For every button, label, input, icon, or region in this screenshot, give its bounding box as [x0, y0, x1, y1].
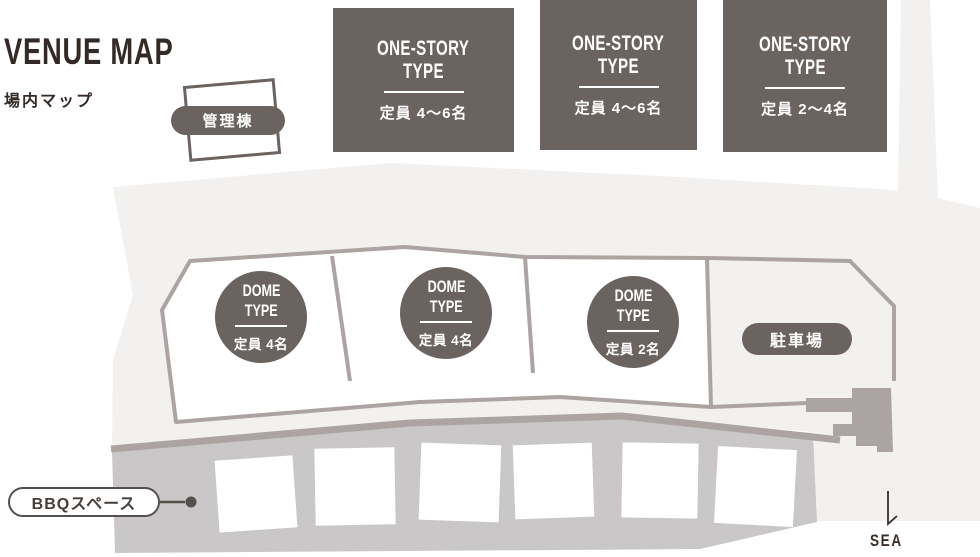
management-building-label[interactable]: 管理棟	[171, 106, 285, 135]
one-story-unit-2-capacity: 定員 4〜6名	[574, 100, 663, 118]
dome-unit-1-name-line2: TYPE	[244, 300, 278, 320]
one-story-unit-1-name-line2: TYPE	[403, 60, 444, 83]
divider-rule	[765, 87, 845, 90]
bbq-site-squares	[214, 442, 797, 533]
divider-rule	[383, 91, 464, 94]
road-line-extension	[710, 401, 809, 409]
strip-road-edge-line	[110, 412, 841, 453]
parking-label-text: 駐車場	[769, 333, 824, 350]
one-story-unit-3-name-line2: TYPE	[784, 56, 826, 79]
divider-rule	[578, 86, 659, 89]
one-story-unit-1-name-line1: ONE-STORY	[377, 36, 470, 60]
parking-label[interactable]: 駐車場	[742, 323, 852, 355]
bbq-site-square	[418, 442, 502, 523]
bbq-site-square	[714, 446, 797, 528]
bbq-site-square	[314, 447, 396, 526]
dome-unit-1-name-line1: DOME	[242, 281, 280, 301]
dome-unit-2-name-line2: TYPE	[429, 296, 463, 316]
pier-structure	[806, 388, 893, 452]
dome-unit-3-capacity: 定員 2名	[605, 341, 661, 357]
sea-label: SEA	[870, 531, 903, 550]
bbq-connector	[160, 496, 197, 508]
management-building-label-text: 管理棟	[202, 113, 254, 130]
one-story-unit-2[interactable]: ONE-STORY TYPE 定員 4〜6名	[540, 0, 697, 150]
parking-boundary-line	[706, 256, 896, 381]
dome-unit-2-capacity: 定員 4名	[418, 332, 474, 348]
divider-rule	[607, 330, 659, 332]
dome-unit-3[interactable]: DOME TYPE 定員 2名	[587, 276, 679, 368]
bbq-site-square	[621, 442, 699, 519]
one-story-unit-1-capacity: 定員 4〜6名	[379, 105, 468, 123]
sea-arrow-icon	[887, 491, 898, 527]
dome-unit-1-capacity: 定員 4名	[233, 336, 289, 352]
bbq-space-label-text: BBQスペース	[31, 496, 137, 513]
dome-unit-2[interactable]: DOME TYPE 定員 4名	[400, 267, 492, 359]
bbq-site-square	[214, 455, 298, 533]
dome-unit-3-name-line1: DOME	[614, 286, 652, 306]
header: VENUE MAP 場内マップ	[4, 33, 233, 111]
dome-unit-1[interactable]: DOME TYPE 定員 4名	[215, 271, 307, 363]
page-title: VENUE MAP	[4, 31, 174, 72]
one-story-unit-2-name-line2: TYPE	[598, 55, 639, 78]
one-story-unit-2-name-line1: ONE-STORY	[572, 31, 665, 55]
divider-rule	[420, 321, 472, 323]
bbq-space-label[interactable]: BBQスペース	[8, 487, 160, 517]
one-story-unit-1[interactable]: ONE-STORY TYPE 定員 4〜6名	[333, 8, 514, 152]
divider-rule	[235, 325, 287, 327]
page-subtitle: 場内マップ	[4, 93, 95, 110]
one-story-unit-3-capacity: 定員 2〜4名	[761, 101, 849, 119]
one-story-unit-3-name-line1: ONE-STORY	[758, 32, 852, 56]
one-story-unit-3[interactable]: ONE-STORY TYPE 定員 2〜4名	[723, 0, 887, 152]
dome-unit-2-name-line1: DOME	[427, 277, 465, 297]
bbq-site-square	[512, 442, 595, 520]
plot-separator-1	[330, 255, 352, 382]
dome-unit-3-name-line2: TYPE	[616, 305, 650, 325]
plot-separator-2	[523, 256, 535, 374]
